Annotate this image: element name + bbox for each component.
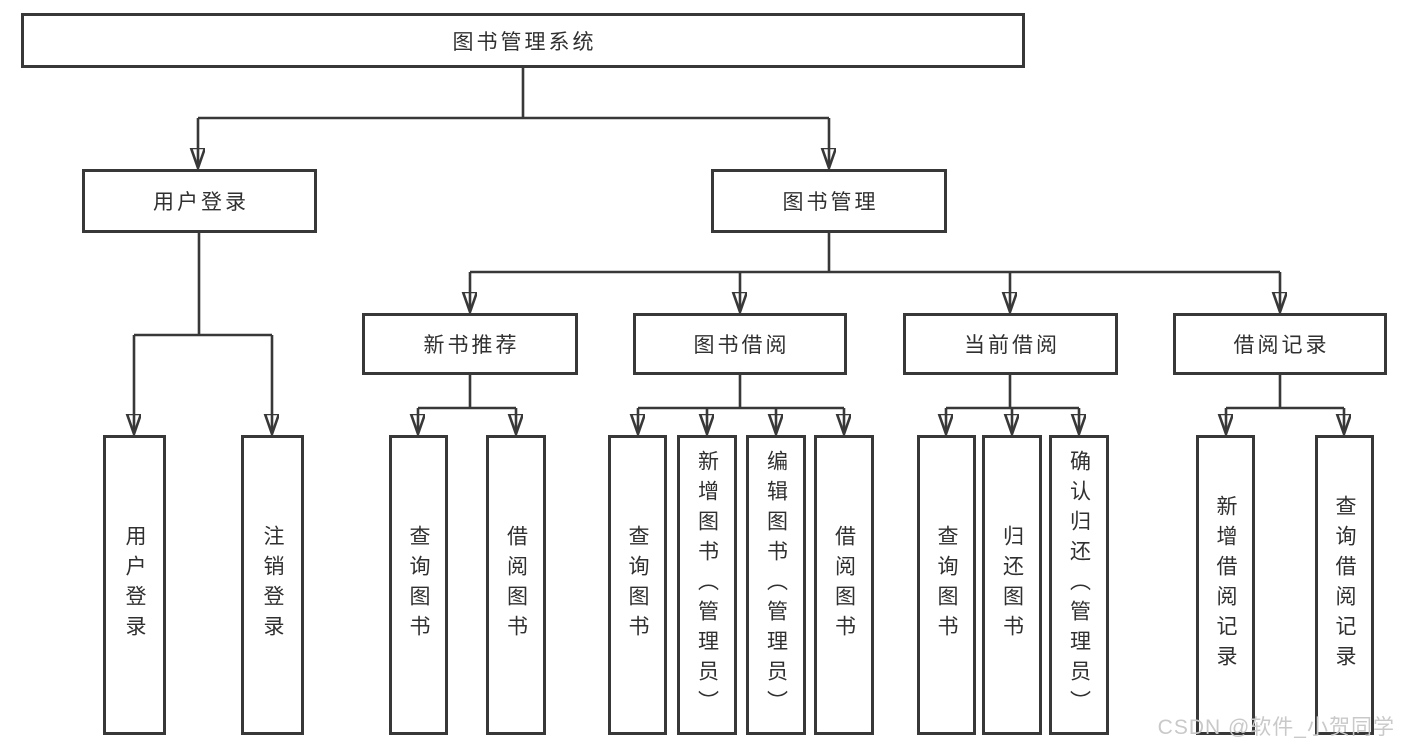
leaf-return-books-label: 归还图书 [1000, 525, 1024, 645]
node-user-login-label: 用户登录 [153, 191, 249, 214]
connector-book-borrow-branch [638, 375, 844, 410]
leaf-edit-book-admin-label: 编辑图书（管理员） [764, 450, 788, 720]
connector-new-book-branch [418, 375, 516, 410]
leaf-logout-label: 注销登录 [261, 525, 284, 645]
node-root: 图书管理系统 [21, 13, 1025, 68]
leaf-borrow-books-borrow: 借阅图书 [814, 435, 874, 735]
csdn-watermark: CSDN @软件_小贺同学 [1157, 716, 1395, 739]
leaf-query-borrow-record-label: 查询借阅记录 [1333, 495, 1356, 675]
leaf-add-borrow-record: 新增借阅记录 [1196, 435, 1255, 735]
node-borrow-records: 借阅记录 [1173, 313, 1387, 375]
leaf-borrow-books-borrow-label: 借阅图书 [832, 525, 856, 645]
node-new-book-recommend: 新书推荐 [362, 313, 578, 375]
leaf-borrow-books-recommend: 借阅图书 [486, 435, 546, 735]
node-current-borrow-label: 当前借阅 [964, 334, 1060, 357]
leaf-confirm-return-admin-label: 确认归还（管理员） [1067, 450, 1091, 720]
node-current-borrow: 当前借阅 [903, 313, 1118, 375]
node-book-borrow: 图书借阅 [633, 313, 847, 375]
node-book-management-label: 图书管理 [782, 191, 879, 214]
node-borrow-records-label: 借阅记录 [1233, 334, 1330, 357]
node-root-label: 图书管理系统 [452, 30, 597, 54]
leaf-query-books-borrow: 查询图书 [608, 435, 667, 735]
leaf-query-books-borrow-label: 查询图书 [626, 525, 649, 645]
connector-root-branch [198, 68, 829, 120]
node-new-book-recommend-label: 新书推荐 [423, 334, 520, 357]
leaf-add-borrow-record-label: 新增借阅记录 [1214, 495, 1237, 675]
leaf-query-books-current-label: 查询图书 [935, 525, 958, 645]
leaf-edit-book-admin: 编辑图书（管理员） [746, 435, 806, 735]
leaf-confirm-return-admin: 确认归还（管理员） [1049, 435, 1109, 735]
connector-book-management-branch [470, 233, 1280, 274]
node-book-borrow-label: 图书借阅 [693, 334, 790, 357]
leaf-query-books-current: 查询图书 [917, 435, 976, 735]
leaf-return-books: 归还图书 [982, 435, 1042, 735]
leaf-user-login: 用户登录 [103, 435, 166, 735]
leaf-logout: 注销登录 [241, 435, 304, 735]
connector-user-login-branch [134, 233, 272, 337]
leaf-add-book-admin: 新增图书（管理员） [677, 435, 737, 735]
connector-borrow-records-branch [1226, 375, 1344, 410]
node-book-management: 图书管理 [711, 169, 947, 233]
leaf-borrow-books-recommend-label: 借阅图书 [504, 525, 528, 645]
leaf-query-books-recommend: 查询图书 [389, 435, 448, 735]
leaf-query-books-recommend-label: 查询图书 [407, 525, 430, 645]
leaf-add-book-admin-label: 新增图书（管理员） [695, 450, 719, 720]
connector-current-borrow-branch [946, 375, 1079, 410]
leaf-user-login-label: 用户登录 [123, 525, 146, 645]
leaf-query-borrow-record: 查询借阅记录 [1315, 435, 1374, 735]
node-user-login: 用户登录 [82, 169, 317, 233]
